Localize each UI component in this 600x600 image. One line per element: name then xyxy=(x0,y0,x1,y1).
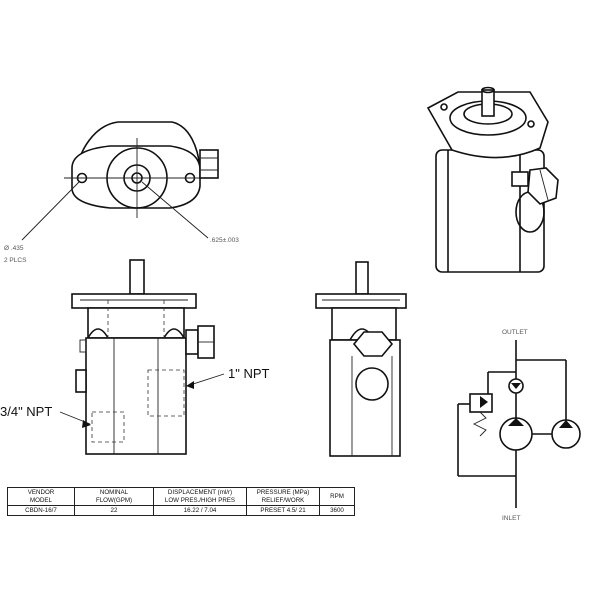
header-line: DISPLACEMENT (ml/r) xyxy=(167,489,233,496)
header-line: RELIEF/WORK xyxy=(261,496,305,504)
header-line: VENDOR xyxy=(27,489,55,496)
cell-rpm: 3600 xyxy=(319,505,355,516)
side-view xyxy=(315,261,407,457)
schematic-outlet-label: OUTLET xyxy=(502,329,528,336)
header-line: PRESSURE (MPa) xyxy=(256,489,310,496)
header-vendor-model: VENDOR MODEL xyxy=(7,487,75,506)
header-displacement: DISPLACEMENT (ml/r) LOW PRES./HIGH PRES xyxy=(153,487,247,506)
isometric-view xyxy=(426,86,559,273)
header-nominal-flow: NOMINAL FLOW(GPM) xyxy=(74,487,154,506)
table-row: CBDN-16/7 22 16.22 / 7.04 PRESET 4.5/ 21… xyxy=(7,505,355,516)
cell-displacement: 16.22 / 7.04 xyxy=(153,505,247,516)
header-line: LOW PRES./HIGH PRES xyxy=(164,496,236,504)
hole-count-label: 2 PLCS xyxy=(4,257,27,264)
top-view xyxy=(21,121,219,241)
front-view xyxy=(59,259,225,455)
header-line: MODEL xyxy=(29,496,52,504)
header-line: RPM xyxy=(330,492,344,500)
header-line: NOMINAL xyxy=(99,489,129,496)
cell-pressure: PRESET 4.5/ 21 xyxy=(246,505,320,516)
hole-diameter-label: Ø .435 xyxy=(4,245,24,252)
outlet-port-label: 1" NPT xyxy=(228,366,270,381)
header-rpm: RPM xyxy=(319,487,355,506)
hydraulic-schematic xyxy=(457,340,581,508)
schematic-inlet-label: INLET xyxy=(502,515,520,522)
spec-table: VENDOR MODEL NOMINAL FLOW(GPM) DISPLACEM… xyxy=(7,487,355,516)
header-line: FLOW(GPM) xyxy=(95,496,133,504)
cell-model: CBDN-16/7 xyxy=(7,505,75,516)
shaft-dimension-label: .625±.003 xyxy=(210,237,239,244)
cell-flow: 22 xyxy=(74,505,154,516)
table-header-row: VENDOR MODEL NOMINAL FLOW(GPM) DISPLACEM… xyxy=(7,487,355,506)
header-pressure: PRESSURE (MPa) RELIEF/WORK xyxy=(246,487,320,506)
inlet-port-label: 3/4" NPT xyxy=(0,404,52,419)
